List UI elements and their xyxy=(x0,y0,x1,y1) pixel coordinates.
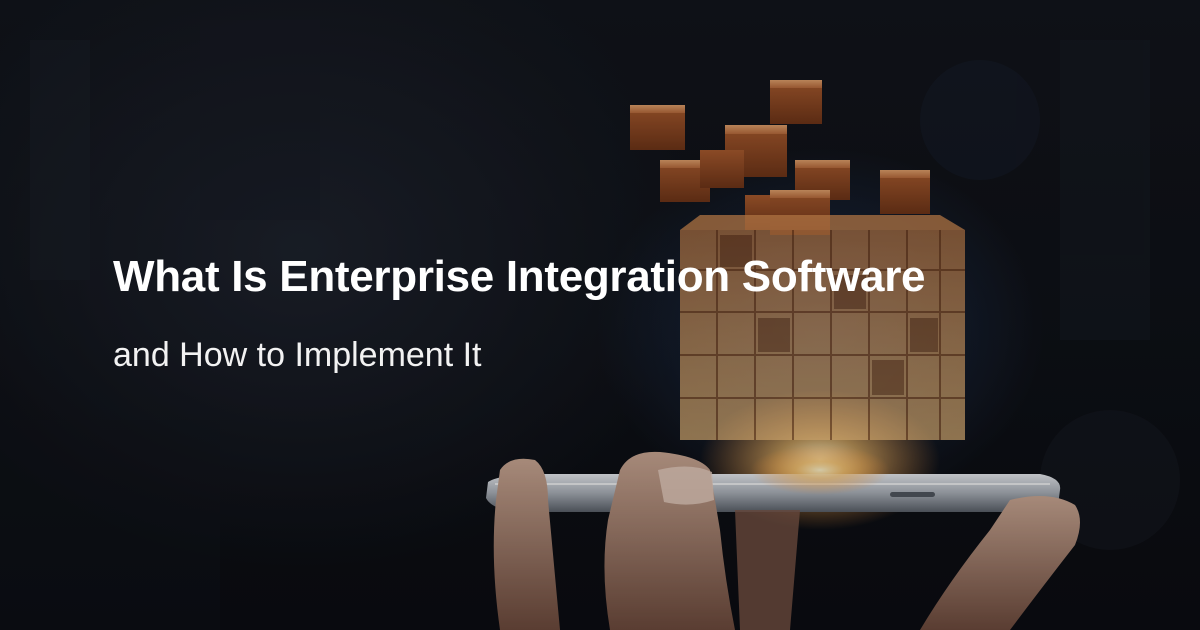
background-bokeh xyxy=(0,20,1180,630)
cube-body xyxy=(680,215,965,440)
phone-light xyxy=(750,445,890,495)
page-subtitle: and How to Implement It xyxy=(113,336,482,374)
page-title: What Is Enterprise Integration Software xyxy=(113,252,926,301)
hand xyxy=(493,451,1080,630)
